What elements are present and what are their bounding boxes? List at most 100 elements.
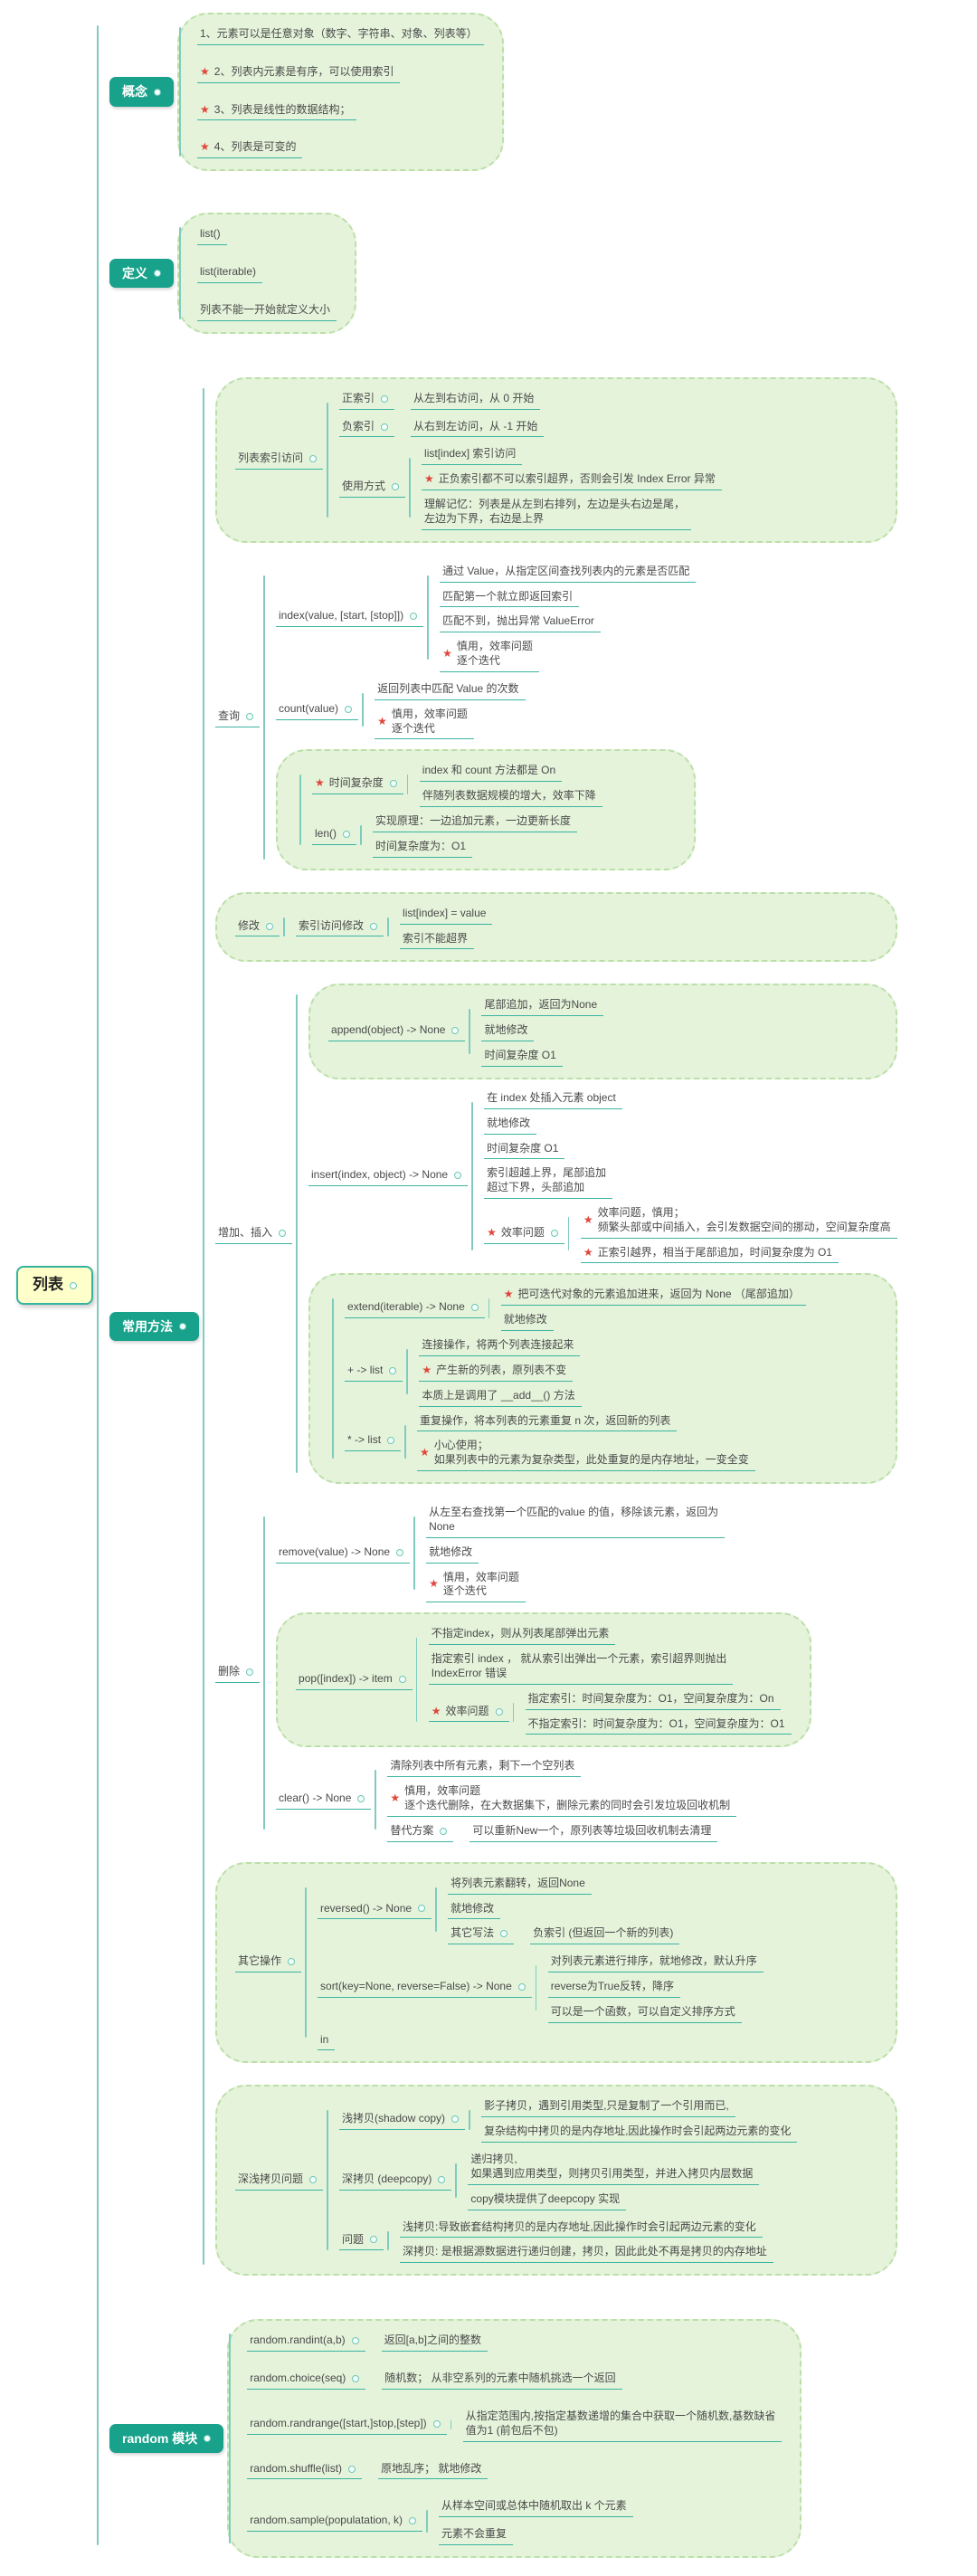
branch-node[interactable]: 深浅拷贝问题 — [235, 2171, 324, 2191]
leaf-node[interactable]: ★正索引越界，相当于尾部追加，时间复杂度为 O1 — [580, 1244, 839, 1264]
branch-node[interactable]: 正索引 — [339, 390, 395, 410]
leaf-node[interactable]: ★小心使用； 如果列表中的元素为复杂类型，此处重复的是内存地址，一变全变 — [417, 1437, 755, 1472]
leaf-node[interactable]: 原地乱序； 就地修改 — [378, 2460, 488, 2480]
main-topic[interactable]: 常用方法 — [109, 1311, 199, 1342]
branch-node[interactable]: 浅拷贝(shadow copy) — [339, 2110, 466, 2131]
leaf-node[interactable]: 不指定index，则从列表尾部弹出元素 — [428, 1625, 616, 1646]
leaf-node[interactable]: list[index] = value — [400, 905, 493, 925]
leaf-node[interactable]: in — [318, 2031, 336, 2051]
leaf-node[interactable]: ★正负索引都不可以索引超界，否则会引发 Index Error 异常 — [422, 471, 722, 491]
leaf-node[interactable]: 递归拷贝, 如果遇到应用类型，则拷贝引用类型，并进入拷贝内层数据 — [468, 2151, 760, 2185]
branch-node[interactable]: 深拷贝 (deepcopy) — [339, 2171, 452, 2191]
leaf-node[interactable]: 返回列表中匹配 Value 的次数 — [375, 680, 526, 700]
leaf-node[interactable]: 列表不能一开始就定义大小 — [197, 301, 337, 321]
leaf-node[interactable]: copy模块提供了deepcopy 实现 — [468, 2191, 627, 2210]
leaf-node[interactable]: 深拷贝: 是根据源数据进行递归创建，拷贝，因此此处不再是拷贝的内存地址 — [400, 2243, 773, 2264]
leaf-node[interactable]: 可以是一个函数，可以自定义排序方式 — [547, 2003, 742, 2023]
branch-node[interactable]: 查询 — [215, 708, 261, 727]
branch-node[interactable]: 列表索引访问 — [235, 450, 324, 471]
branch-node[interactable]: insert(index, object) -> None — [308, 1166, 469, 1187]
leaf-node[interactable]: 本质上是调用了 __add__() 方法 — [419, 1387, 582, 1407]
branch-node[interactable]: sort(key=None, reverse=False) -> None — [318, 1978, 532, 1998]
main-topic[interactable]: random 模块 — [109, 2423, 224, 2454]
branch-node[interactable]: * -> list — [345, 1431, 402, 1452]
branch-node[interactable]: len() — [312, 825, 357, 845]
branch-node[interactable]: 负索引 — [339, 418, 395, 438]
leaf-node[interactable]: 浅拷贝:导致嵌套结构拷贝的是内存地址,因此操作时会引起两边元素的变化 — [400, 2219, 763, 2239]
branch-node[interactable]: 删除 — [215, 1663, 261, 1683]
leaf-node[interactable]: 从指定范围内,按指定基数递增的集合中获取一个随机数,基数缺省 值为1 (前包后不… — [462, 2408, 783, 2442]
branch-node[interactable]: 其它写法 — [448, 1925, 515, 1945]
main-topic[interactable]: 概念 — [109, 77, 174, 107]
leaf-node[interactable]: 就地修改 — [426, 1544, 479, 1564]
leaf-node[interactable]: index 和 count 方法都是 On — [419, 762, 563, 783]
leaf-node[interactable]: 就地修改 — [481, 1022, 535, 1042]
leaf-node[interactable]: ★3、列表是线性的数据结构； — [197, 101, 357, 121]
leaf-node[interactable]: ★2、列表内元素是有序，可以使用索引 — [197, 63, 401, 83]
branch-node[interactable]: random.randint(a,b) — [247, 2332, 365, 2353]
leaf-node[interactable]: 尾部追加，返回为None — [481, 996, 604, 1017]
leaf-node[interactable]: 清除列表中所有元素，剩下一个空列表 — [387, 1757, 582, 1778]
branch-node[interactable]: reversed() -> None — [318, 1900, 432, 1920]
branch-node[interactable]: index(value, [start, [stop]]) — [276, 607, 424, 628]
leaf-node[interactable]: 从左至右查找第一个匹配的value 的值，移除该元素，返回为 None — [426, 1504, 726, 1538]
branch-node[interactable]: 增加、插入 — [215, 1224, 293, 1244]
mindmap-root-topic[interactable]: 列表 — [16, 1266, 93, 1305]
leaf-node[interactable]: ★产生新的列表，原列表不变 — [419, 1362, 574, 1382]
leaf-node[interactable]: 1、元素可以是任意对象（数字、字符串、对象、列表等） — [197, 25, 484, 45]
leaf-node[interactable]: ★效率问题，慎用； 频繁头部或中间插入，会引发数据空间的挪动，空间复杂度高 — [580, 1204, 897, 1239]
branch-node[interactable]: random.randrange([start,]stop,[step]) — [247, 2415, 447, 2435]
leaf-node[interactable]: 就地修改 — [500, 1311, 554, 1332]
leaf-node[interactable]: 负索引 (但返回一个新的列表) — [530, 1925, 680, 1945]
leaf-node[interactable]: 实现原理：一边追加元素，一边更新长度 — [373, 813, 578, 832]
leaf-node[interactable]: 影子拷贝，遇到引用类型,只是复制了一个引用而已, — [481, 2097, 735, 2118]
branch-node[interactable]: 索引访问修改 — [296, 917, 384, 937]
branch-node[interactable]: random.sample(populatation, k) — [247, 2512, 422, 2532]
leaf-node[interactable]: 索引超越上界，尾部追加 超过下界，头部追加 — [484, 1164, 613, 1199]
branch-node[interactable]: 问题 — [339, 2231, 384, 2251]
branch-node[interactable]: + -> list — [345, 1362, 403, 1382]
leaf-node[interactable]: 时间复杂度为：O1 — [373, 838, 473, 858]
leaf-node[interactable]: list[index] 索引访问 — [422, 445, 523, 466]
leaf-node[interactable]: 时间复杂度 O1 — [484, 1140, 565, 1160]
leaf-node[interactable]: 索引不能超界 — [400, 930, 475, 950]
leaf-node[interactable]: 指定索引 index ， 就从索引出弹出一个元素，索引超界则抛出 IndexEr… — [428, 1650, 734, 1685]
leaf-node[interactable]: ★把可迭代对象的元素追加进来，返回为 None （尾部追加） — [500, 1286, 806, 1307]
leaf-node[interactable]: 重复操作，将本列表的元素重复 n 次，返回新的列表 — [417, 1412, 678, 1432]
branch-node[interactable]: random.shuffle(list) — [247, 2460, 363, 2480]
leaf-node[interactable]: reverse为True反转，降序 — [547, 1978, 681, 1998]
leaf-node[interactable]: 复杂结构中拷贝的是内存地址,因此操作时会引起两边元素的变化 — [481, 2123, 798, 2143]
leaf-node[interactable]: 将列表元素翻转，返回None — [448, 1875, 592, 1895]
leaf-node[interactable]: ★慎用，效率问题 逐个迭代 — [375, 706, 474, 740]
leaf-node[interactable]: 返回[a,b]之间的整数 — [381, 2332, 488, 2353]
leaf-node[interactable]: list() — [197, 225, 227, 246]
leaf-node[interactable]: 连接操作，将两个列表连接起来 — [419, 1336, 581, 1356]
leaf-node[interactable]: 不指定索引：时间复杂度为：O1，空间复杂度为：O1 — [525, 1716, 792, 1735]
branch-node[interactable]: 其它操作 — [235, 1953, 302, 1972]
leaf-node[interactable]: ★4、列表是可变的 — [197, 138, 303, 159]
branch-node[interactable]: ★效率问题 — [428, 1703, 509, 1723]
branch-node[interactable]: count(value) — [276, 700, 359, 720]
leaf-node[interactable]: 元素不会重复 — [439, 2525, 514, 2546]
branch-node[interactable]: 替代方案 — [387, 1822, 454, 1842]
leaf-node[interactable]: 理解记忆：列表是从左到右排列，左边是头右边是尾， 左边为下界，右边是上界 — [422, 496, 692, 530]
leaf-node[interactable]: 在 index 处插入元素 object — [484, 1089, 622, 1109]
branch-node[interactable]: remove(value) -> None — [276, 1544, 411, 1564]
leaf-node[interactable]: 从左到右访问，从 0 开始 — [411, 390, 541, 410]
leaf-node[interactable]: 可以重新New一个，原列表等垃圾回收机制去清理 — [470, 1822, 718, 1842]
branch-node[interactable]: extend(iterable) -> None — [345, 1298, 485, 1319]
leaf-node[interactable]: ★慎用，效率问题 逐个迭代删除，在大数据集下，删除元素的同时会引发垃圾回收机制 — [387, 1782, 737, 1817]
branch-node[interactable]: ★时间复杂度 — [312, 775, 403, 795]
leaf-node[interactable]: 匹配第一个就立即返回索引 — [440, 588, 580, 608]
branch-node[interactable]: random.choice(seq) — [247, 2370, 366, 2390]
leaf-node[interactable]: 从样本空间或总体中随机取出 k 个元素 — [439, 2497, 633, 2518]
leaf-node[interactable]: 就地修改 — [448, 1900, 501, 1920]
leaf-node[interactable]: 匹配不到，抛出异常 ValueError — [440, 613, 601, 633]
leaf-node[interactable]: 通过 Value，从指定区间查找列表内的元素是否匹配 — [440, 563, 697, 583]
branch-node[interactable]: clear() -> None — [276, 1790, 372, 1810]
leaf-node[interactable]: 随机数； 从非空系列的元素中随机挑选一个返回 — [382, 2370, 622, 2390]
branch-node[interactable]: 修改 — [235, 917, 280, 937]
leaf-node[interactable]: 从右到左访问，从 -1 开始 — [411, 418, 545, 438]
leaf-node[interactable]: 指定索引：时间复杂度为：O1，空间复杂度为：On — [525, 1690, 781, 1710]
branch-node[interactable]: ★效率问题 — [484, 1224, 564, 1244]
